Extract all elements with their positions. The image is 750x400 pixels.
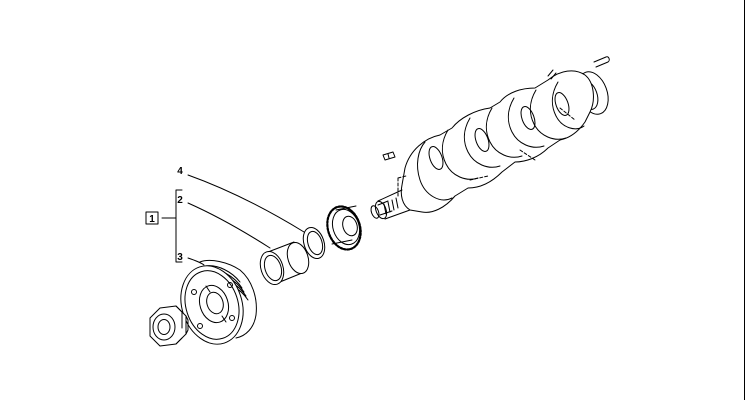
- callout-4: 4: [177, 166, 183, 177]
- thrust-washer: [302, 226, 326, 260]
- group-callout-label: 1: [149, 214, 155, 225]
- page-border-right: [744, 0, 745, 400]
- callout-bracket: [161, 189, 183, 263]
- spacer-ring: [259, 241, 310, 286]
- crankshaft: [370, 56, 610, 220]
- leader-lines: [187, 174, 305, 266]
- crankshaft-pulley: [180, 259, 257, 345]
- callout-2: 2: [177, 195, 183, 206]
- woodruff-key: [382, 151, 396, 161]
- callout-3: 3: [177, 252, 183, 263]
- pulley-nut: [149, 305, 189, 347]
- group-callout-box: 1: [145, 211, 159, 225]
- timing-gear: [326, 205, 362, 251]
